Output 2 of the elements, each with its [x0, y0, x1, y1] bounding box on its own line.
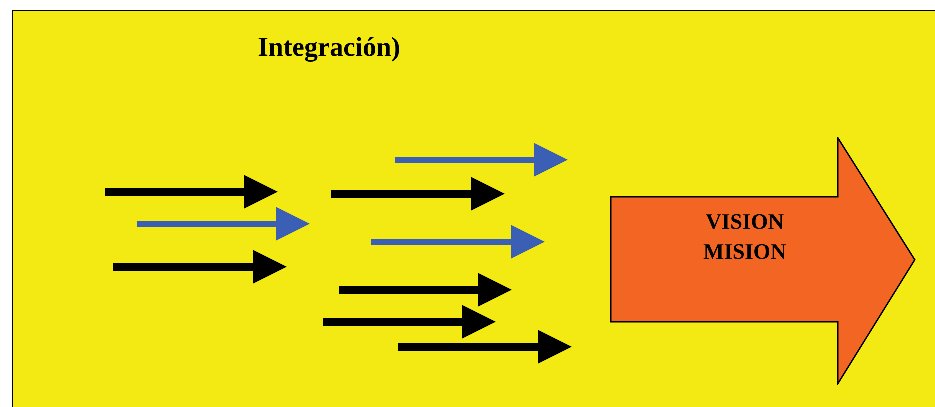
arrow-label: VISION MISION	[702, 208, 788, 266]
title: Integración)	[258, 32, 400, 63]
